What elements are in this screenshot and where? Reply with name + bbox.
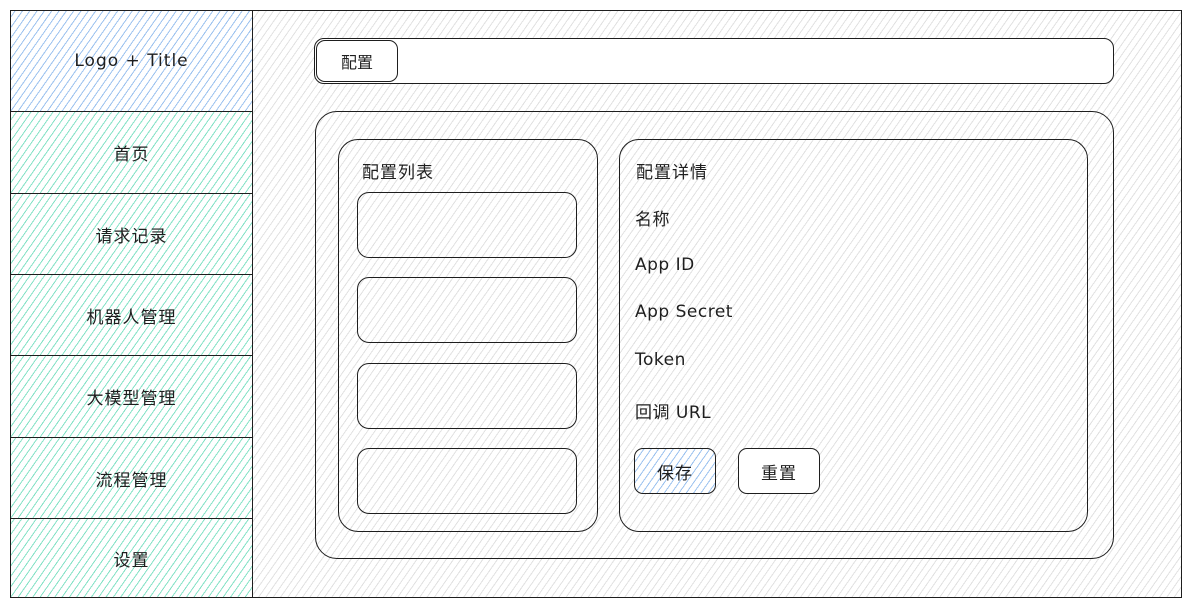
sidebar-item-home[interactable]: 首页 — [10, 111, 253, 194]
config-detail-title: 配置详情 — [636, 163, 708, 183]
tab-bar — [314, 38, 1114, 84]
config-list-item[interactable] — [357, 363, 577, 429]
config-list-title: 配置列表 — [362, 163, 434, 183]
field-token-label: Token — [635, 350, 686, 370]
sidebar-item-label: 首页 — [113, 145, 150, 165]
sidebar-item-bot-management[interactable]: 机器人管理 — [10, 274, 253, 356]
sidebar-item-label: 机器人管理 — [86, 307, 177, 328]
save-button[interactable]: 保存 — [634, 448, 716, 494]
sidebar-item-request-log[interactable]: 请求记录 — [10, 193, 253, 275]
sidebar-item-label: 流程管理 — [95, 470, 168, 491]
logo-title-text: Logo + Title — [74, 51, 189, 71]
config-list-item[interactable] — [357, 192, 577, 258]
main-panel — [315, 111, 1114, 559]
tab-config[interactable]: 配置 — [316, 40, 398, 82]
sidebar-item-label: 请求记录 — [95, 226, 168, 247]
tab-label: 配置 — [340, 53, 373, 72]
reset-button-label: 重置 — [761, 463, 797, 484]
config-list-item[interactable] — [357, 277, 577, 343]
logo-title: Logo + Title — [10, 10, 253, 112]
reset-button[interactable]: 重置 — [738, 448, 820, 494]
field-name-label: 名称 — [635, 210, 670, 230]
sidebar-item-workflow-management[interactable]: 流程管理 — [10, 437, 253, 519]
field-callback-url-label: 回调 URL — [635, 403, 712, 423]
sidebar-item-label: 大模型管理 — [86, 389, 177, 409]
config-list-item[interactable] — [357, 448, 577, 514]
sidebar-item-label: 设置 — [113, 550, 150, 571]
field-app-id-label: App ID — [635, 255, 695, 275]
config-detail-panel — [619, 139, 1088, 532]
field-app-secret-label: App Secret — [635, 302, 733, 322]
sidebar-item-settings[interactable]: 设置 — [10, 518, 253, 598]
sidebar-item-llm-management[interactable]: 大模型管理 — [10, 355, 253, 438]
save-button-label: 保存 — [657, 463, 693, 484]
config-list-panel — [338, 139, 598, 532]
